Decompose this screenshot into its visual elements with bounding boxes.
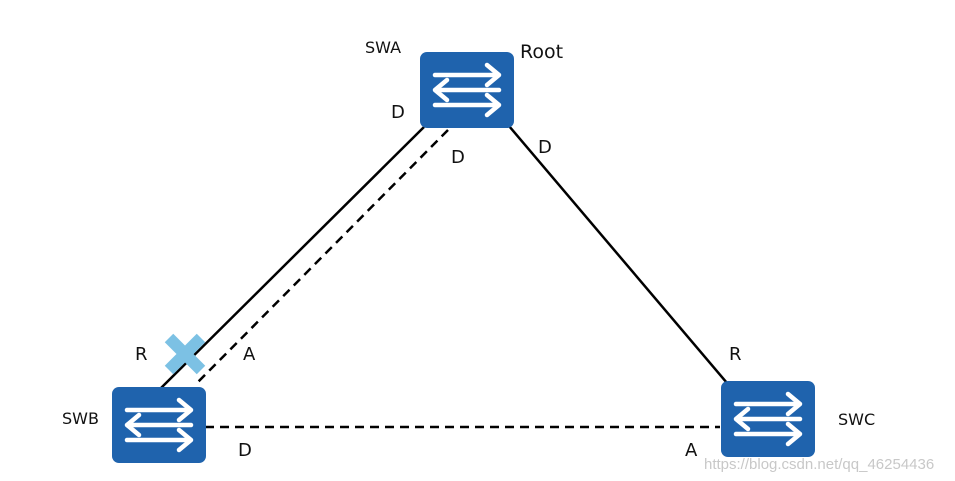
port-swb-swa-dashed: A <box>243 344 256 365</box>
port-swc-swa: R <box>729 344 742 365</box>
swc-name: SWC <box>838 410 875 429</box>
watermark-text: https://blog.csdn.net/qq_46254436 <box>704 456 934 473</box>
port-swb-swa-solid: R <box>135 344 148 365</box>
link-swa-swb-solid <box>160 126 425 389</box>
port-swa-swb-dashed: D <box>451 147 465 168</box>
x-icon <box>164 333 206 375</box>
link-swa-swb-dashed <box>196 129 449 384</box>
link-swa-swc <box>508 125 728 384</box>
swa-root-label: Root <box>520 41 563 63</box>
port-swc-swb: A <box>685 440 698 461</box>
port-swb-swc: D <box>238 440 252 461</box>
switch-swb[interactable] <box>112 387 206 463</box>
swb-name: SWB <box>62 409 99 428</box>
swa-name: SWA <box>365 38 401 57</box>
port-swa-swc: D <box>538 137 552 158</box>
port-swa-swb-solid: D <box>391 102 405 123</box>
switch-swa[interactable] <box>420 52 514 128</box>
switch-swc[interactable] <box>721 381 815 457</box>
